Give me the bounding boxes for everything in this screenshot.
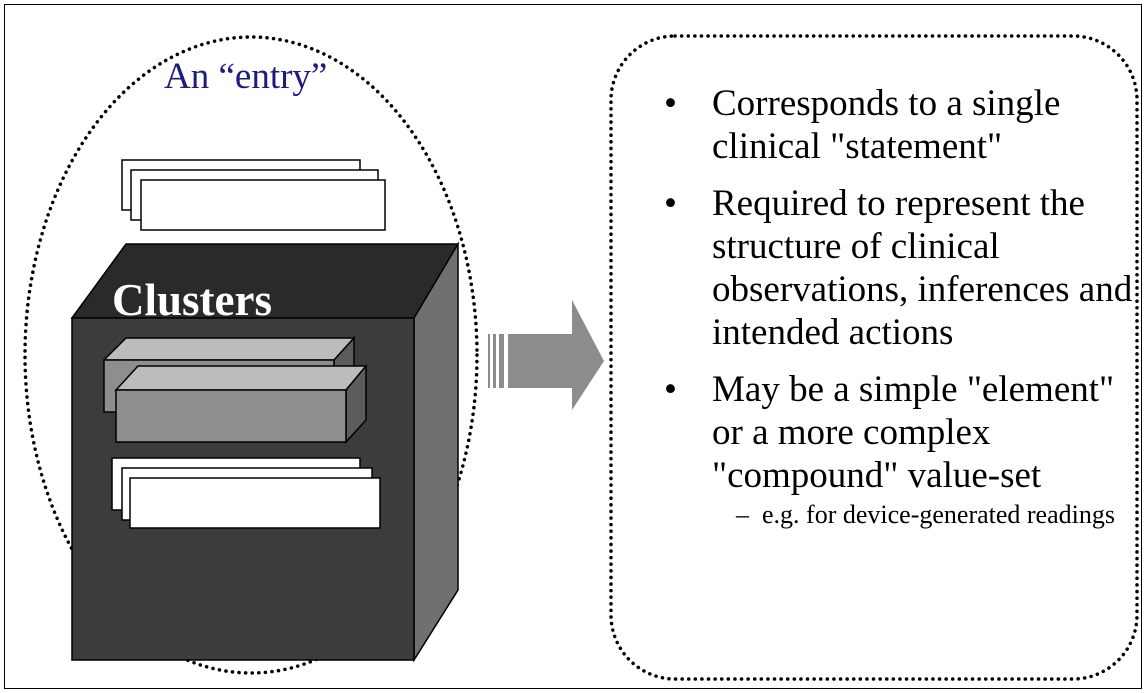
entry-label: An “entry”: [164, 56, 328, 97]
cluster-sheet-stack: [111, 457, 381, 529]
entry-ellipse: [23, 35, 479, 675]
bullet-item-element: • May be a simple "element" or a more co…: [664, 368, 1134, 497]
bullet-item-statement: • Corresponds to a single clinical "stat…: [664, 82, 1134, 168]
entry-sheet-stack: [121, 159, 386, 231]
cluster-bar-front: [114, 363, 368, 444]
bullet-text: Required to represent the structure of c…: [712, 183, 1133, 353]
clusters-label: Clusters: [112, 275, 272, 325]
bullet-marker: •: [664, 83, 677, 124]
bullet-list: • Corresponds to a single clinical "stat…: [664, 82, 1134, 531]
bullet-marker: •: [664, 183, 677, 224]
slide-frame: [4, 4, 1142, 689]
sub-bullet-marker: –: [736, 500, 749, 529]
description-panel: [609, 34, 1139, 681]
arrow-right-icon: [488, 300, 604, 410]
sub-bullet-item: – e.g. for device-generated readings: [736, 499, 1134, 531]
bullet-text: Corresponds to a single clinical "statem…: [712, 83, 1061, 167]
bullet-marker: •: [664, 369, 677, 410]
bullet-text: May be a simple "element" or a more comp…: [712, 369, 1115, 496]
bullet-item-structure: • Required to represent the structure of…: [664, 182, 1134, 354]
sub-bullet-text: e.g. for device-generated readings: [762, 500, 1115, 529]
